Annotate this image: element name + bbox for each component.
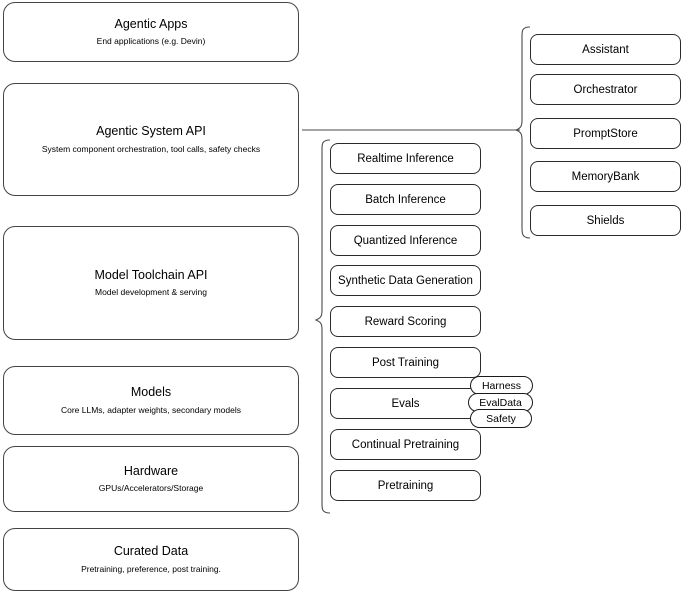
layer-title: Curated Data [113, 544, 189, 559]
layer-description: System component orchestration, tool cal… [41, 143, 261, 154]
layer-hardware[interactable]: Hardware GPUs/Accelerators/Storage [3, 446, 299, 512]
layer-title: Models [130, 385, 172, 400]
layer-title: Agentic System API [96, 124, 206, 139]
component-assistant[interactable]: Assistant [530, 34, 681, 65]
layer-description: Model development & serving [95, 287, 207, 298]
brace-agentic-components [514, 26, 531, 239]
layer-curated-data[interactable]: Curated Data Pretraining, preference, po… [3, 528, 299, 591]
layer-description: End applications (e.g. Devin) [96, 36, 206, 47]
component-orchestrator[interactable]: Orchestrator [530, 74, 681, 105]
capability-reward-scoring[interactable]: Reward Scoring [330, 306, 481, 337]
component-promptstore[interactable]: PromptStore [530, 118, 681, 149]
layer-title: Hardware [123, 463, 179, 478]
layer-title: Agentic Apps [114, 16, 188, 31]
layer-agentic-system-api[interactable]: Agentic System API System component orch… [3, 83, 299, 196]
component-memorybank[interactable]: MemoryBank [530, 161, 681, 192]
capability-batch-inference[interactable]: Batch Inference [330, 184, 481, 215]
layer-models[interactable]: Models Core LLMs, adapter weights, secon… [3, 366, 299, 435]
capability-post-training[interactable]: Post Training [330, 347, 481, 378]
layer-agentic-apps[interactable]: Agentic Apps End applications (e.g. Devi… [3, 2, 299, 62]
component-shields[interactable]: Shields [530, 205, 681, 236]
capability-continual-pretraining[interactable]: Continual Pretraining [330, 429, 481, 460]
badge-safety[interactable]: Safety [470, 409, 532, 428]
capability-evals[interactable]: Evals [330, 388, 481, 419]
layer-description: Pretraining, preference, post training. [81, 563, 221, 574]
layer-description: GPUs/Accelerators/Storage [98, 483, 204, 494]
brace-toolchain-capabilities [314, 139, 331, 514]
capability-realtime-inference[interactable]: Realtime Inference [330, 143, 481, 174]
layer-title: Model Toolchain API [94, 267, 208, 282]
layer-model-toolchain-api[interactable]: Model Toolchain API Model development & … [3, 226, 299, 340]
capability-synthetic-data-generation[interactable]: Synthetic Data Generation [330, 265, 481, 296]
layer-description: Core LLMs, adapter weights, secondary mo… [60, 404, 241, 415]
capability-quantized-inference[interactable]: Quantized Inference [330, 225, 481, 256]
capability-pretraining[interactable]: Pretraining [330, 470, 481, 501]
